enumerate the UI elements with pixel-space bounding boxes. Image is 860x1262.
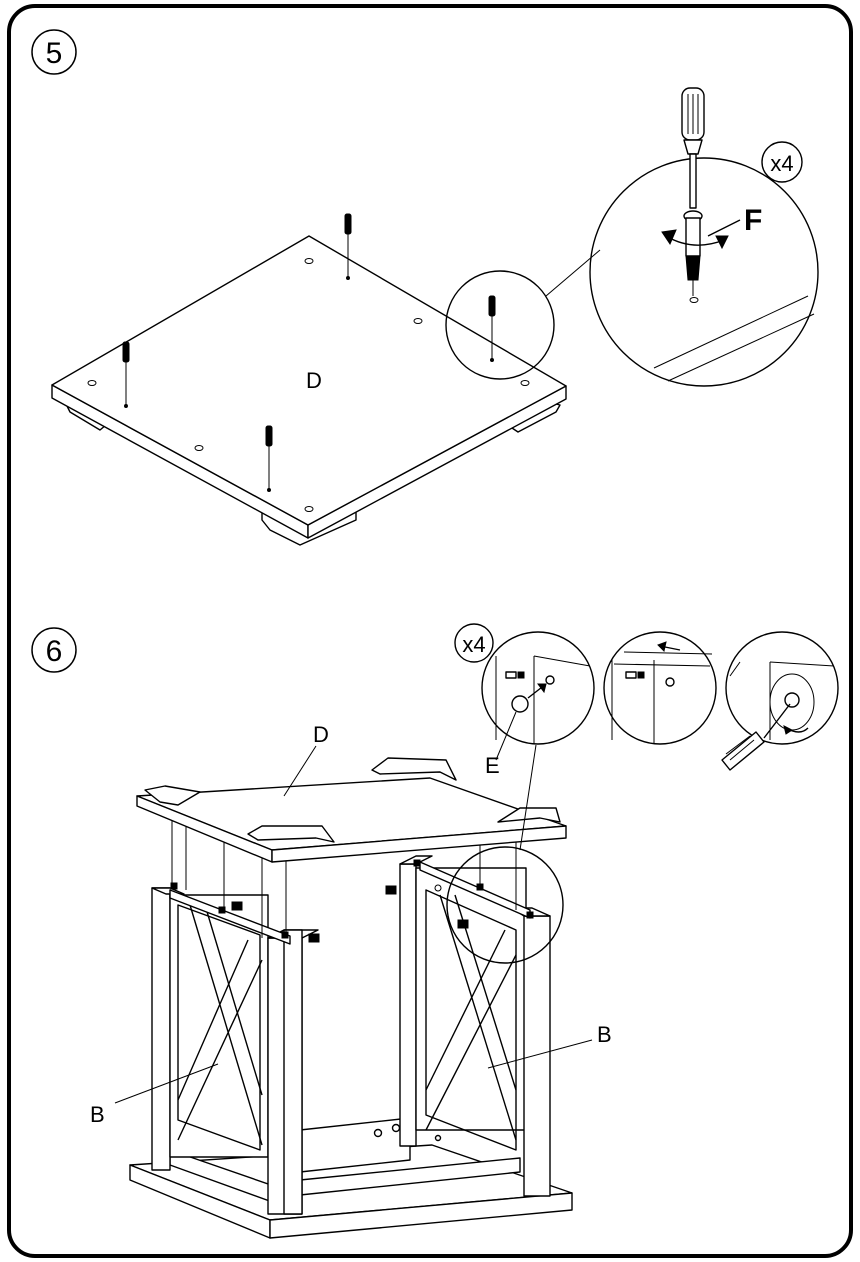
screwdriver-icon (721, 703, 791, 771)
quantity-badge (454, 623, 494, 663)
screwdriver-icon (681, 87, 705, 209)
tabletop-d (136, 757, 567, 938)
cam-bolt (122, 341, 130, 408)
quantity-badge-text: x4 (462, 632, 485, 657)
step-6-detail-2 (603, 631, 717, 745)
cam-bolt-f-icon (661, 210, 729, 303)
step-6-number: 6 (46, 635, 63, 668)
tabletop-panel-d (51, 235, 567, 546)
side-panel-b-left (151, 887, 319, 1215)
hardware-label-f: F (744, 204, 762, 237)
cam-bolt-e-icon (170, 859, 534, 943)
detail-circle (603, 631, 717, 745)
step-6-detail-1: E x4 (454, 623, 595, 778)
step-5-part-label: D (306, 368, 322, 393)
cam-bolt (265, 425, 273, 492)
detail-focus-circle (445, 270, 555, 380)
step-5-badge (31, 29, 77, 75)
detail-circle (481, 631, 595, 745)
cam-bolt (344, 213, 352, 280)
step-5-detail: x4 F (589, 87, 819, 387)
step-6: 6 (31, 623, 839, 1239)
quantity-badge-text: x4 (770, 151, 793, 176)
side-panel-label-right: B (597, 1022, 612, 1047)
hardware-label-e: E (485, 753, 500, 778)
side-panel-label-left: B (90, 1102, 105, 1127)
step-6-badge (31, 627, 77, 673)
detail-circle (589, 157, 819, 387)
tabletop-d-label: D (313, 722, 329, 747)
detail-focus-circle (446, 846, 564, 964)
cam-bolt (488, 295, 496, 362)
step-5-number: 5 (46, 37, 63, 70)
detail-circle (725, 631, 839, 745)
step-6-detail-3 (721, 631, 839, 771)
step-5: 5 D (31, 29, 819, 546)
quantity-badge (761, 141, 803, 183)
side-panel-b-right (399, 855, 551, 1197)
